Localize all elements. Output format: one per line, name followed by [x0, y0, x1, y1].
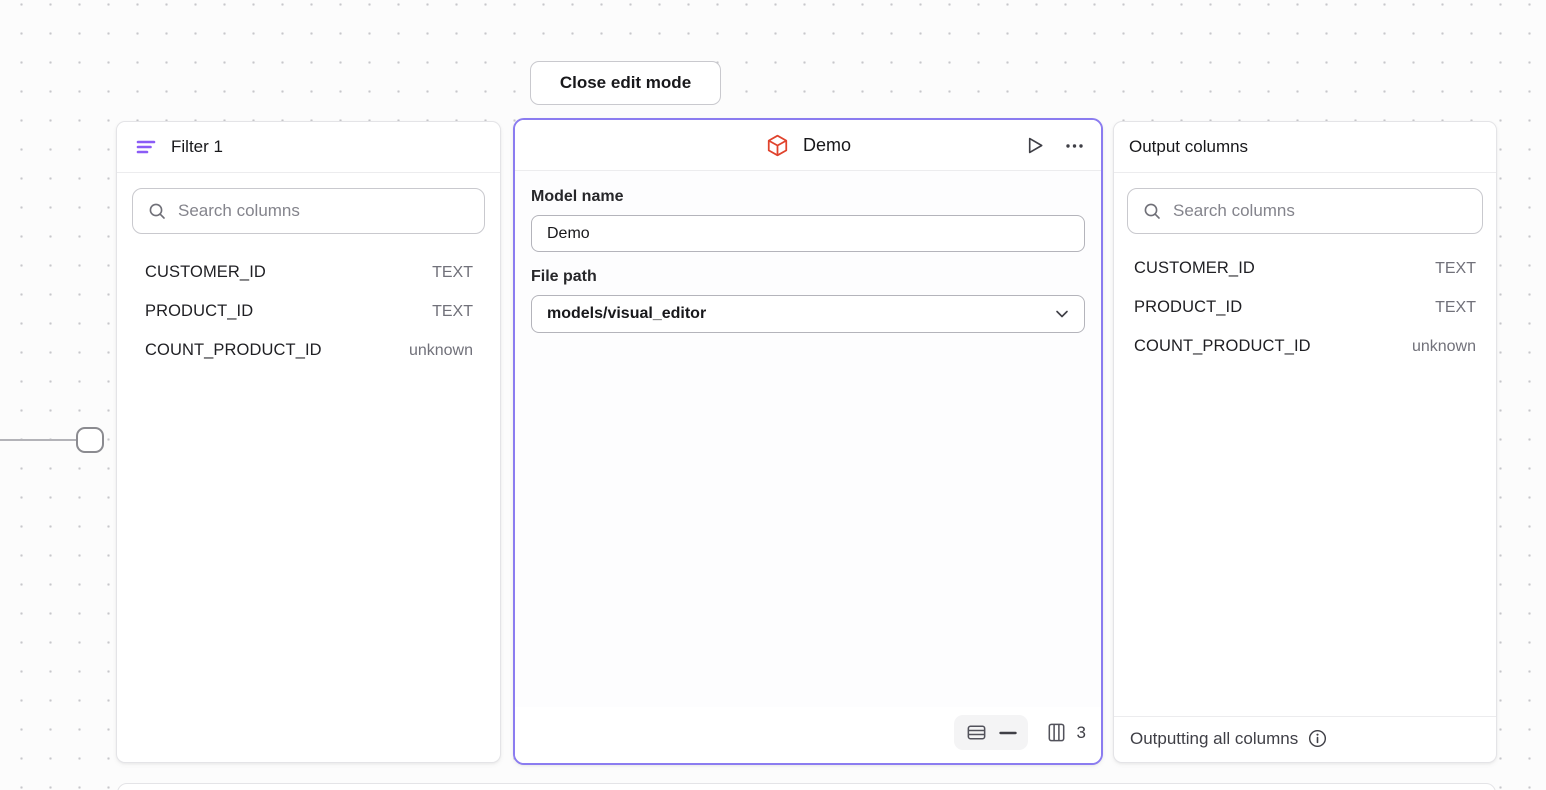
output-footer-text: Outputting all columns — [1130, 728, 1299, 748]
file-path-label: File path — [531, 268, 597, 285]
ellipsis-icon — [1064, 135, 1085, 156]
column-row[interactable]: PRODUCT_ID TEXT — [1114, 288, 1496, 327]
model-name-label: Model name — [531, 188, 624, 205]
filter-node-panel[interactable]: Filter 1 CUSTOMER_ID TEXT PRODUCT_ID TEX… — [116, 121, 501, 763]
filter-search-box[interactable] — [132, 188, 485, 234]
column-row[interactable]: COUNT_PRODUCT_ID unknown — [1114, 327, 1496, 366]
model-panel-title: Demo — [802, 134, 851, 155]
output-panel-title: Output columns — [1129, 137, 1249, 156]
output-columns-panel[interactable]: Output columns CUSTOMER_ID TEXT PRODUCT_… — [1113, 121, 1497, 763]
edge-connector-line — [0, 439, 78, 441]
column-type: unknown — [408, 341, 473, 359]
filter-search-input[interactable] — [178, 201, 470, 221]
model-panel-header: Demo — [515, 120, 1101, 171]
column-count-stat[interactable]: 3 — [1045, 721, 1086, 744]
model-panel-footer: 3 — [515, 707, 1101, 763]
filter-column-list: CUSTOMER_ID TEXT PRODUCT_ID TEXT COUNT_P… — [117, 253, 500, 370]
info-icon[interactable] — [1307, 728, 1328, 749]
run-model-button[interactable] — [1023, 134, 1046, 157]
column-type: TEXT — [432, 263, 473, 281]
column-name: CUSTOMER_ID — [145, 263, 266, 281]
column-name: COUNT_PRODUCT_ID — [145, 341, 322, 359]
filter-panel-title: Filter 1 — [171, 137, 223, 156]
model-panel-body: Model name File path models/visual_edito… — [515, 171, 1101, 707]
filter-icon — [135, 136, 157, 158]
column-row[interactable]: PRODUCT_ID TEXT — [117, 292, 500, 331]
column-name: COUNT_PRODUCT_ID — [1134, 337, 1311, 355]
row-count-stat[interactable] — [953, 715, 1028, 750]
column-type: TEXT — [432, 302, 473, 320]
column-type: TEXT — [1435, 298, 1476, 316]
model-node-panel[interactable]: Demo Mo — [513, 118, 1103, 765]
output-search-input[interactable] — [1173, 201, 1468, 221]
output-panel-footer: Outputting all columns — [1114, 716, 1496, 762]
column-name: PRODUCT_ID — [1134, 298, 1243, 316]
search-icon — [147, 201, 167, 221]
chevron-down-icon — [1055, 309, 1069, 319]
column-count-value: 3 — [1076, 722, 1086, 742]
column-row[interactable]: CUSTOMER_ID TEXT — [1114, 249, 1496, 288]
column-name: CUSTOMER_ID — [1134, 259, 1255, 277]
column-type: unknown — [1411, 337, 1476, 355]
close-edit-mode-button[interactable]: Close edit mode — [530, 61, 721, 105]
more-options-button[interactable] — [1064, 135, 1085, 156]
row-count-value — [998, 731, 1017, 735]
play-icon — [1023, 134, 1046, 157]
bottom-partial-node[interactable] — [117, 783, 1496, 790]
column-type: TEXT — [1435, 259, 1476, 277]
filter-panel-header: Filter 1 — [117, 122, 500, 173]
output-search-box[interactable] — [1127, 188, 1483, 234]
output-column-list: CUSTOMER_ID TEXT PRODUCT_ID TEXT COUNT_P… — [1114, 249, 1496, 366]
edge-connector-handle[interactable] — [76, 427, 104, 453]
file-path-select[interactable]: models/visual_editor — [531, 295, 1085, 333]
column-name: PRODUCT_ID — [145, 302, 254, 320]
search-icon — [1142, 201, 1162, 221]
output-panel-header: Output columns — [1114, 122, 1496, 173]
column-row[interactable]: CUSTOMER_ID TEXT — [117, 253, 500, 292]
model-name-input[interactable] — [531, 215, 1085, 252]
file-path-value: models/visual_editor — [547, 305, 707, 322]
columns-icon — [1045, 721, 1068, 744]
rows-icon — [965, 721, 988, 744]
column-row[interactable]: COUNT_PRODUCT_ID unknown — [117, 331, 500, 370]
cube-icon — [765, 133, 790, 158]
